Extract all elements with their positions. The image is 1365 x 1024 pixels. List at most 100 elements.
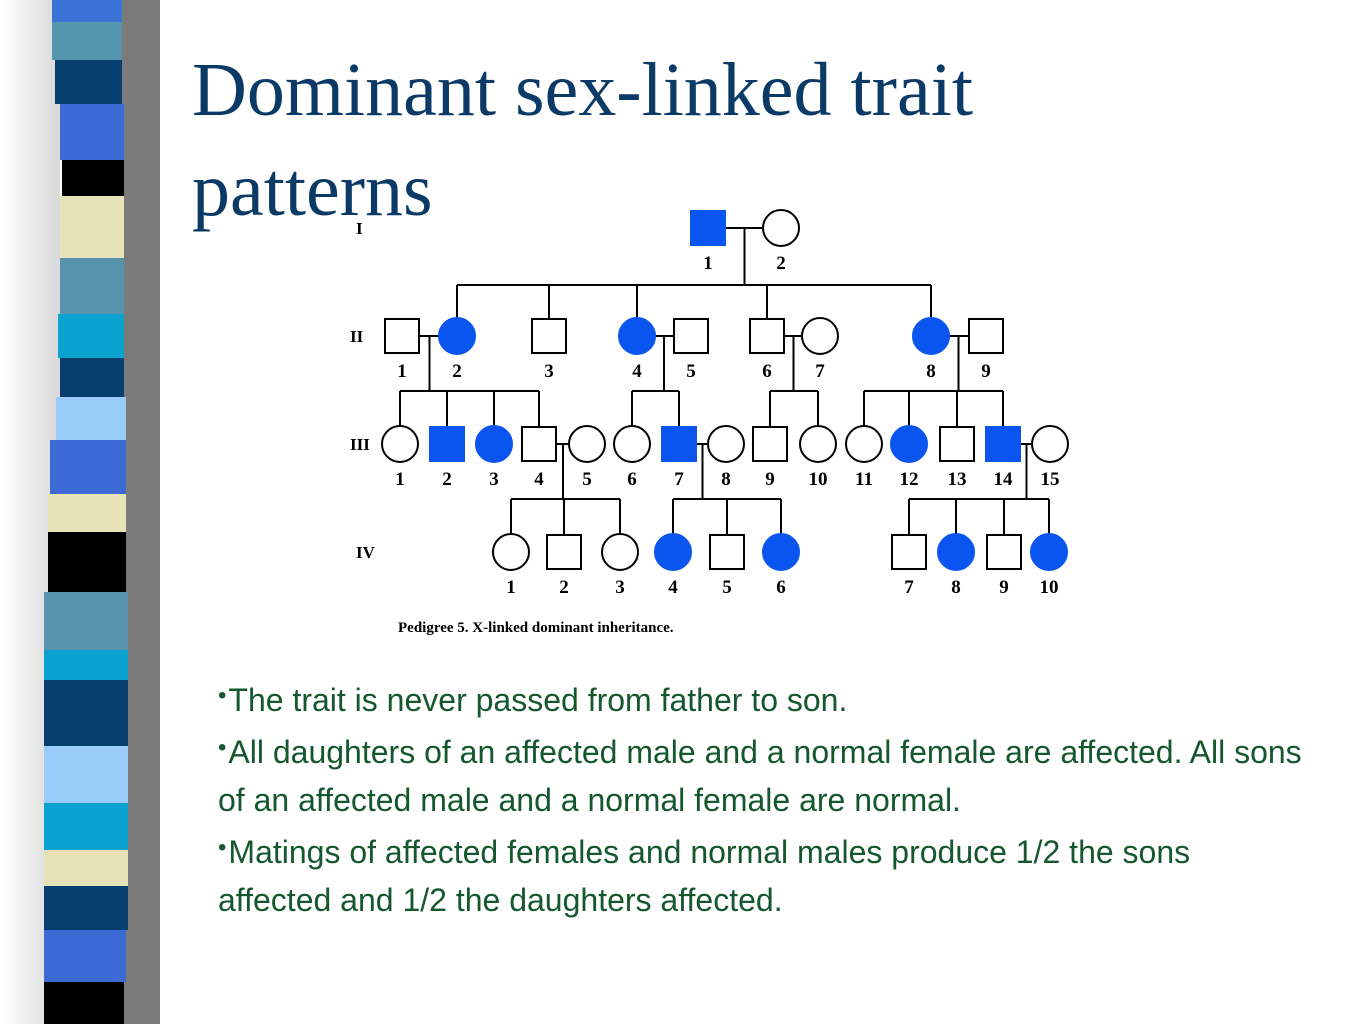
stripe-band	[44, 680, 128, 746]
stripe-band	[56, 397, 126, 440]
stripe-band	[48, 532, 126, 592]
decorative-stripe-bar	[0, 0, 160, 1024]
stripe-band	[58, 314, 124, 358]
affected-female-circle	[618, 317, 656, 355]
unaffected-male-square	[939, 426, 975, 462]
unaffected-male-square	[752, 426, 788, 462]
affected-female-circle	[1030, 533, 1068, 571]
affected-female-circle	[654, 533, 692, 571]
unaffected-female-circle	[1031, 425, 1069, 463]
bullet-text: Matings of affected females and normal m…	[218, 834, 1191, 918]
unaffected-male-square	[986, 534, 1022, 570]
individual-number: 10	[809, 469, 828, 490]
individual-number: 7	[904, 577, 914, 598]
individual-number: 9	[981, 361, 991, 382]
bullet-text: The trait is never passed from father to…	[228, 682, 848, 718]
individual-number: 7	[674, 469, 684, 490]
generation-label: I	[356, 219, 363, 238]
stripe-band	[60, 358, 124, 397]
unaffected-female-circle	[381, 425, 419, 463]
unaffected-female-circle	[801, 317, 839, 355]
individual-number: 8	[721, 469, 731, 490]
individual-number: 9	[999, 577, 1009, 598]
individual-number: 4	[632, 361, 642, 382]
individual-number: 5	[686, 361, 696, 382]
individual-number: 3	[489, 469, 499, 490]
unaffected-male-square	[891, 534, 927, 570]
stripe-band	[48, 494, 126, 532]
individual-number: 1	[395, 469, 405, 490]
unaffected-female-circle	[613, 425, 651, 463]
stripe-band	[60, 196, 124, 258]
individual-number: 8	[951, 577, 961, 598]
affected-female-circle	[438, 317, 476, 355]
stripe-edge	[122, 0, 160, 1024]
unaffected-male-square	[384, 318, 420, 354]
individual-number: 8	[926, 361, 936, 382]
individual-number: 14	[994, 469, 1014, 490]
unaffected-male-square	[531, 318, 567, 354]
individual-number: 9	[765, 469, 775, 490]
unaffected-female-circle	[799, 425, 837, 463]
unaffected-female-circle	[845, 425, 883, 463]
individual-number: 13	[948, 469, 967, 490]
individual-number: 3	[544, 361, 554, 382]
stripe-band	[44, 650, 128, 680]
generation-label: III	[350, 435, 370, 454]
individual-number: 2	[776, 253, 786, 274]
individual-number: 6	[776, 577, 786, 598]
individual-number: 1	[703, 253, 713, 274]
bullet-item: •Matings of affected females and normal …	[218, 824, 1308, 924]
bullet-item: •The trait is never passed from father t…	[218, 672, 1308, 724]
unaffected-male-square	[749, 318, 785, 354]
bullet-item: •All daughters of an affected male and a…	[218, 724, 1308, 824]
affected-male-square	[429, 426, 465, 462]
stripe-band	[44, 592, 128, 650]
affected-male-square	[985, 426, 1021, 462]
unaffected-female-circle	[707, 425, 745, 463]
individual-number: 7	[815, 361, 825, 382]
affected-female-circle	[937, 533, 975, 571]
stripe-band	[44, 886, 128, 930]
generation-label: II	[350, 327, 364, 346]
stripe-band	[60, 104, 124, 160]
affected-female-circle	[762, 533, 800, 571]
individual-number: 15	[1041, 469, 1060, 490]
individual-number: 2	[559, 577, 569, 598]
affected-female-circle	[890, 425, 928, 463]
individual-number: 11	[855, 469, 873, 490]
affected-female-circle	[912, 317, 950, 355]
individual-number: 5	[582, 469, 592, 490]
stripe-band	[55, 60, 122, 104]
individual-number: 3	[615, 577, 625, 598]
stripe-band	[52, 22, 122, 60]
individual-number: 1	[397, 361, 407, 382]
unaffected-male-square	[521, 426, 557, 462]
individual-number: 10	[1040, 577, 1059, 598]
generation-label: IV	[356, 543, 376, 562]
stripe-band	[60, 258, 124, 314]
individual-number: 2	[452, 361, 462, 382]
stripe-band	[50, 440, 126, 494]
individual-number: 2	[442, 469, 452, 490]
unaffected-female-circle	[492, 533, 530, 571]
slide-title: Dominant sex-linked trait patterns	[192, 48, 973, 232]
bullet-dot: •	[218, 734, 227, 761]
individual-number: 12	[900, 469, 919, 490]
unaffected-male-square	[709, 534, 745, 570]
individual-number: 4	[534, 469, 544, 490]
stripe-band	[44, 850, 128, 886]
bullet-text: All daughters of an affected male and a …	[218, 734, 1302, 818]
unaffected-male-square	[546, 534, 582, 570]
unaffected-female-circle	[601, 533, 639, 571]
bullet-dot: •	[218, 834, 227, 861]
stripe-band	[52, 0, 122, 22]
unaffected-male-square	[968, 318, 1004, 354]
individual-number: 4	[668, 577, 678, 598]
affected-male-square	[661, 426, 697, 462]
bullet-dot: •	[218, 682, 227, 709]
stripe-band	[44, 930, 126, 982]
unaffected-male-square	[673, 318, 709, 354]
stripe-band	[62, 160, 124, 196]
